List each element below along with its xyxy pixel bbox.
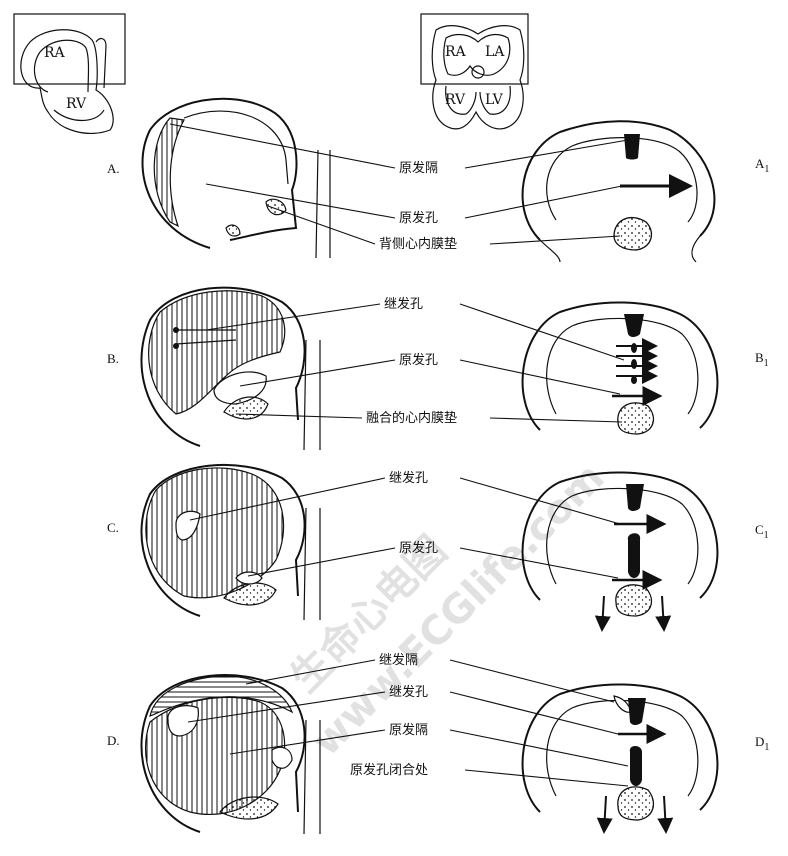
a-septum-hatch xyxy=(153,117,185,228)
b-ostium-secundum-label: 继发孔 xyxy=(384,296,423,312)
thumb-left-rv: RV xyxy=(66,96,87,112)
b1-septum-primum xyxy=(624,314,644,337)
d1-septum-primum-lower xyxy=(629,746,642,786)
panel-label-d: D. xyxy=(107,733,120,748)
a-septum-primum-label: 原发隔 xyxy=(399,160,438,176)
a-dorsal-cushion-label: 背侧心内膜垫 xyxy=(379,236,457,252)
thumb-right-lv: LV xyxy=(485,92,504,108)
thumb-right-la: LA xyxy=(485,44,505,60)
d-septum-secundum-label: 继发隔 xyxy=(379,652,418,668)
d-septum-primum-label: 原发隔 xyxy=(389,722,428,738)
b-fused-cushion-label: 融合的心内膜垫 xyxy=(366,410,457,426)
d-septum-primum-hatch xyxy=(144,696,286,816)
thumbnail-right: RA LA RV LV xyxy=(420,13,529,130)
thumbnail-left: RA RV xyxy=(13,13,126,134)
a1-septum-primum xyxy=(624,134,640,160)
thumb-left-ra: RA xyxy=(44,45,66,61)
c1-septum-primum xyxy=(626,484,644,511)
thumb-right-rv: RV xyxy=(445,92,466,108)
c-septum-hatch xyxy=(145,467,285,599)
c1-cushion xyxy=(615,584,653,617)
d-cushion-dots xyxy=(219,796,279,820)
b-cushion-dots xyxy=(223,396,269,420)
panel-label-a: A. xyxy=(107,161,120,176)
a1-cushion xyxy=(613,217,653,251)
thumb-right-ra: RA xyxy=(445,44,467,60)
c-ostium-primum-label: 原发孔 xyxy=(399,540,438,556)
row-b: B. B1 继发孔 原发孔 融合的心内膜垫 xyxy=(107,286,769,451)
c-cushion-dots xyxy=(223,582,277,606)
d1-cushion xyxy=(617,786,655,821)
b-septum-hatch xyxy=(148,290,286,415)
watermark: 生命心电图 www.ECGlife.com xyxy=(282,455,614,765)
a-ostium-primum-label: 原发孔 xyxy=(399,210,438,226)
d-ostium-secundum-label: 继发孔 xyxy=(389,684,428,700)
panel-label-b: B. xyxy=(107,351,119,366)
panel-label-b1: B1 xyxy=(755,350,769,369)
panel-label-c: C. xyxy=(107,520,119,535)
row-d: D. D1 继发隔 继发孔 原发隔 原发孔闭合处 xyxy=(107,652,769,835)
panel-label-a1: A1 xyxy=(755,156,769,175)
b-ostium-primum-label: 原发孔 xyxy=(399,352,438,368)
panel-label-d1: D1 xyxy=(755,734,769,753)
panel-label-c1: C1 xyxy=(755,522,769,541)
d1-septum-primum-upper xyxy=(628,698,646,725)
b1-cushion xyxy=(617,402,655,435)
row-a: A. A1 原发隔 原发孔 背侧心内膜垫 xyxy=(107,97,769,263)
row-c: C. C1 继发孔 原发孔 xyxy=(107,463,769,632)
c-ostium-secundum-label: 继发孔 xyxy=(389,470,428,486)
d-closure-label: 原发孔闭合处 xyxy=(350,762,428,778)
